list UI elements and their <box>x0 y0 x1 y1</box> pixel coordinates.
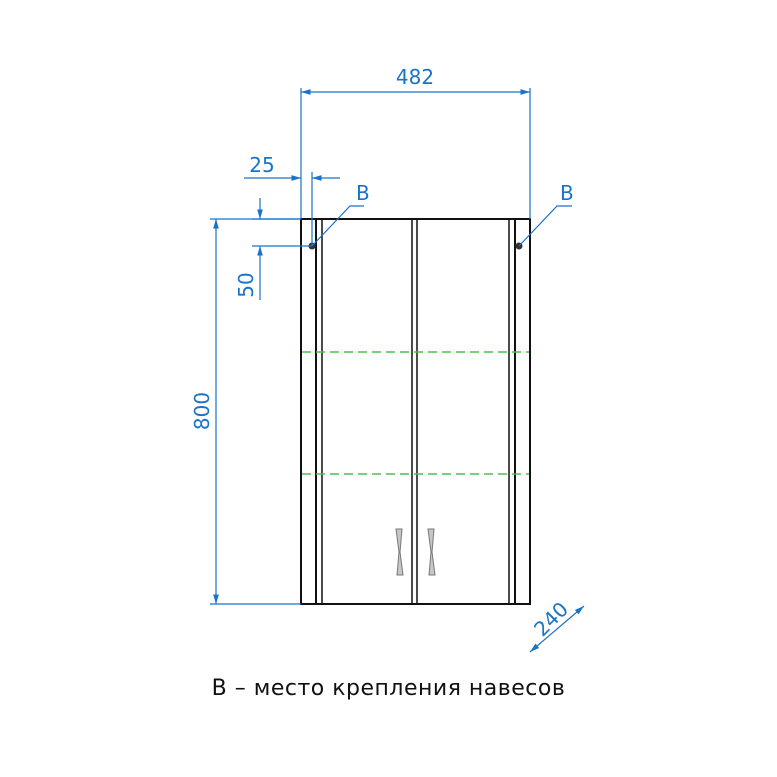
handle-left-door <box>395 528 404 576</box>
leader-left-mount <box>311 205 364 247</box>
mount-marker-right-label: B <box>560 181 574 205</box>
mount-points <box>308 242 523 250</box>
handle-right-door <box>427 528 436 576</box>
width-dimension-label: 482 <box>396 65 434 89</box>
cabinet-body <box>300 218 531 605</box>
offset-top-dimension-label: 50 <box>234 272 258 297</box>
mount-marker-left-label: B <box>356 181 370 205</box>
depth-dimension-line <box>529 605 585 653</box>
height-dimension-label: 800 <box>190 392 214 430</box>
dimension-lines <box>210 88 585 653</box>
door-handles <box>395 528 436 576</box>
depth-dimension-label: 240 <box>529 597 573 641</box>
cabinet-outline <box>300 218 531 605</box>
shelves <box>302 351 529 475</box>
leader-right-mount <box>518 205 572 247</box>
offset-side-dimension-label: 25 <box>249 153 274 177</box>
diagram-caption: В – место крепления навесов <box>211 676 566 701</box>
